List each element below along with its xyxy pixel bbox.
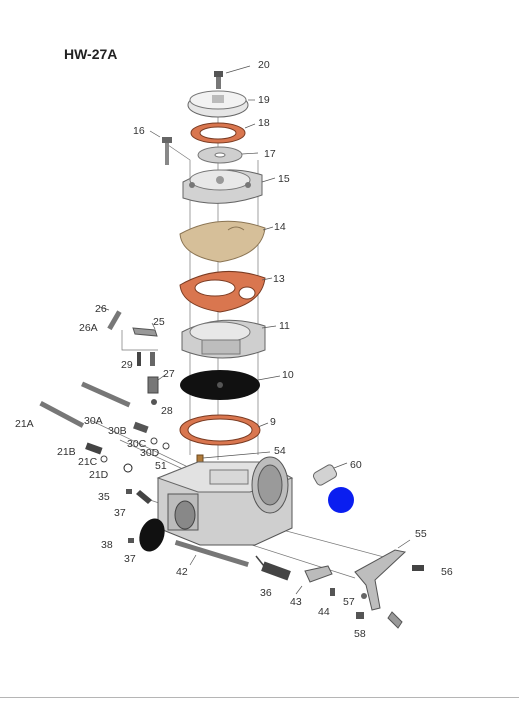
label-part-20: 20 xyxy=(258,59,270,71)
part-15-pump-cover xyxy=(182,169,276,204)
part-21a-needle xyxy=(39,400,85,428)
label-part-27: 27 xyxy=(163,368,175,380)
part-21d-oring xyxy=(123,463,133,473)
part-29-spring xyxy=(137,352,155,366)
part-30a-needle xyxy=(81,381,131,408)
part-56-screw xyxy=(412,565,424,571)
label-part-37-lower: 37 xyxy=(124,553,136,565)
part-57-washer xyxy=(361,593,367,599)
label-part-56: 56 xyxy=(441,566,453,578)
label-part-25: 25 xyxy=(153,316,165,328)
label-part-30c: 30C xyxy=(127,438,147,450)
carburetor-body xyxy=(156,456,294,546)
bottom-divider xyxy=(0,697,519,698)
part-28-screw xyxy=(151,399,157,405)
part-37-throttle-plate xyxy=(139,518,165,552)
part-14-pump-diaphragm xyxy=(179,220,274,263)
part-17-screen xyxy=(197,146,259,164)
label-part-17: 17 xyxy=(264,148,276,160)
label-part-21c: 21C xyxy=(78,456,98,468)
part-35-screw xyxy=(126,489,132,494)
label-part-11: 11 xyxy=(279,320,290,332)
part-60-sleeve xyxy=(312,462,348,486)
label-part-51: 51 xyxy=(155,460,167,472)
label-part-55: 55 xyxy=(415,528,427,540)
label-part-18: 18 xyxy=(258,117,270,129)
part-38-screw xyxy=(128,538,134,543)
label-part-38: 38 xyxy=(101,539,113,551)
label-part-42: 42 xyxy=(176,566,188,578)
label-part-57: 57 xyxy=(343,596,355,608)
label-part-21d: 21D xyxy=(89,469,109,481)
label-part-21b: 21B xyxy=(57,446,76,458)
part-55-throttle-lever xyxy=(354,539,411,629)
part-11-metering-body xyxy=(181,319,277,359)
label-part-30a: 30A xyxy=(84,415,103,427)
part-21c-washer xyxy=(100,455,108,463)
label-part-13: 13 xyxy=(273,273,285,285)
label-part-28: 28 xyxy=(161,405,173,417)
label-part-54: 54 xyxy=(274,445,286,457)
label-part-30d: 30D xyxy=(140,447,160,459)
label-part-30b: 30B xyxy=(108,425,127,437)
part-13-pump-gasket xyxy=(179,270,273,313)
label-part-35: 35 xyxy=(98,491,110,503)
part-21b-spring xyxy=(85,442,103,455)
label-part-9: 9 xyxy=(270,416,276,428)
label-part-16: 16 xyxy=(133,125,145,137)
part-58-nut xyxy=(356,612,364,619)
part-42-throttle-shaft xyxy=(174,539,249,567)
part-36-spring xyxy=(255,555,291,581)
part-18-gasket xyxy=(190,122,256,144)
label-part-14: 14 xyxy=(274,221,286,233)
label-part-10: 10 xyxy=(282,369,294,381)
part-10-metering-diaphragm xyxy=(180,370,281,400)
part-26-pin xyxy=(99,306,122,331)
part-25-lever xyxy=(132,322,158,337)
model-title: HW-27A xyxy=(64,46,118,62)
label-part-58: 58 xyxy=(354,628,366,640)
part-44-screw xyxy=(330,588,335,596)
part-30c-washer xyxy=(150,437,158,445)
label-part-43: 43 xyxy=(290,596,302,608)
blue-dot-marker xyxy=(328,487,354,513)
part-20-screw xyxy=(214,65,251,89)
label-part-44: 44 xyxy=(318,606,330,618)
part-30d-oring xyxy=(162,442,170,450)
part-43-lever xyxy=(295,565,333,595)
part-27-needle xyxy=(147,374,166,394)
label-part-29: 29 xyxy=(121,359,133,371)
label-part-15: 15 xyxy=(278,173,290,185)
label-part-26: 26 xyxy=(95,303,107,315)
part-9-metering-gasket xyxy=(179,414,269,446)
label-part-19: 19 xyxy=(258,94,270,106)
part-19-cover xyxy=(187,90,255,118)
part-37-clip-upper xyxy=(136,490,152,504)
label-part-60: 60 xyxy=(350,459,362,471)
label-part-36: 36 xyxy=(260,587,272,599)
part-16-bolt xyxy=(149,130,172,165)
label-part-21a: 21A xyxy=(15,418,34,430)
label-part-37-upper: 37 xyxy=(114,507,126,519)
label-part-26a: 26A xyxy=(79,322,98,334)
part-30b-spring xyxy=(133,421,149,434)
